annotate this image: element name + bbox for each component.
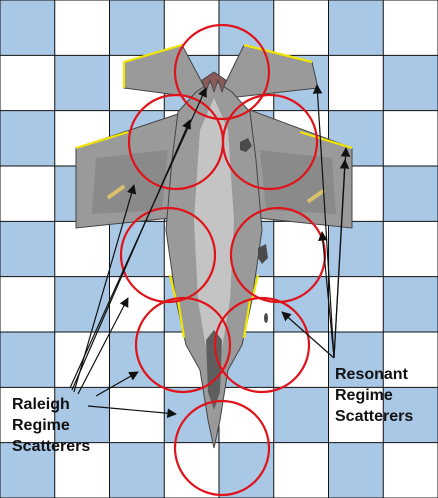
checker-tile (55, 55, 110, 110)
checker-tile (0, 221, 55, 276)
checker-tile (164, 443, 219, 498)
checker-tile (0, 111, 55, 166)
checker-tile (0, 332, 55, 387)
checker-tile (383, 111, 438, 166)
checker-tile (383, 221, 438, 276)
resonant-label-line-2: Regime (335, 385, 413, 406)
checker-tile (0, 55, 55, 110)
checker-tile (274, 443, 329, 498)
checker-tile (274, 387, 329, 442)
raleigh-label-line-2: Regime (12, 415, 90, 436)
checker-tile (329, 0, 384, 55)
checker-tile (0, 277, 55, 332)
checker-tile (383, 0, 438, 55)
checker-tile (219, 443, 274, 498)
checker-tile (219, 387, 274, 442)
checker-tile (110, 221, 165, 276)
checker-tile (383, 277, 438, 332)
checker-tile (329, 55, 384, 110)
checker-tile (274, 332, 329, 387)
raleigh-label-line-3: Scatterers (12, 436, 90, 457)
checker-tile (110, 443, 165, 498)
checker-tile (110, 387, 165, 442)
checker-tile (329, 221, 384, 276)
checker-tile (0, 0, 55, 55)
checker-tile (55, 332, 110, 387)
checker-tile (383, 55, 438, 110)
checker-tile (55, 221, 110, 276)
checker-tile (383, 166, 438, 221)
checker-tile (274, 221, 329, 276)
resonant-regime-label: Resonant Regime Scatterers (335, 364, 413, 427)
checker-tile (274, 0, 329, 55)
raleigh-regime-label: Raleigh Regime Scatterers (12, 394, 90, 457)
checker-tile (274, 277, 329, 332)
checker-tile (0, 166, 55, 221)
raleigh-label-line-1: Raleigh (12, 394, 90, 415)
checker-tile (110, 0, 165, 55)
resonant-label-line-3: Scatterers (335, 406, 413, 427)
checker-tile (329, 443, 384, 498)
resonant-label-line-1: Resonant (335, 364, 413, 385)
sensor-dot (264, 313, 268, 323)
wing-left-panel (92, 150, 168, 214)
checker-tile (383, 443, 438, 498)
checker-tile (55, 0, 110, 55)
